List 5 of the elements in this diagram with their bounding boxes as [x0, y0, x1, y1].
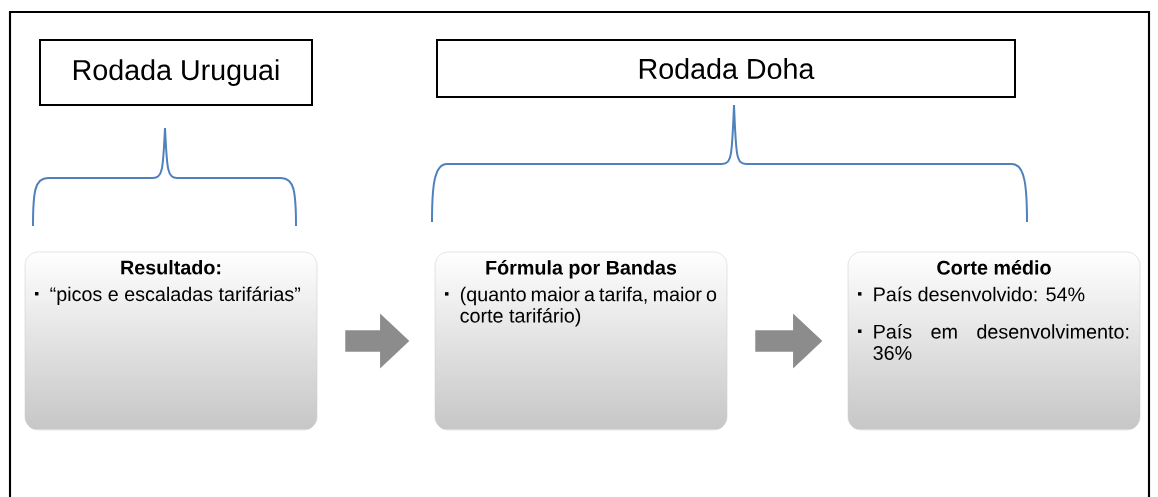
card: Fórmula por Bandas (quanto maior a tarifa, maior o corte tarifário): [434, 251, 728, 431]
card: Corte médio País desenvolvido: 54% País em desenvolvimento: 36%: [847, 251, 1141, 431]
card: Resultado: “picos e escaladas tarifárias”: [24, 251, 318, 431]
title-box: Rodada Uruguai: [39, 39, 313, 106]
title-box: Rodada Doha: [436, 39, 1016, 98]
